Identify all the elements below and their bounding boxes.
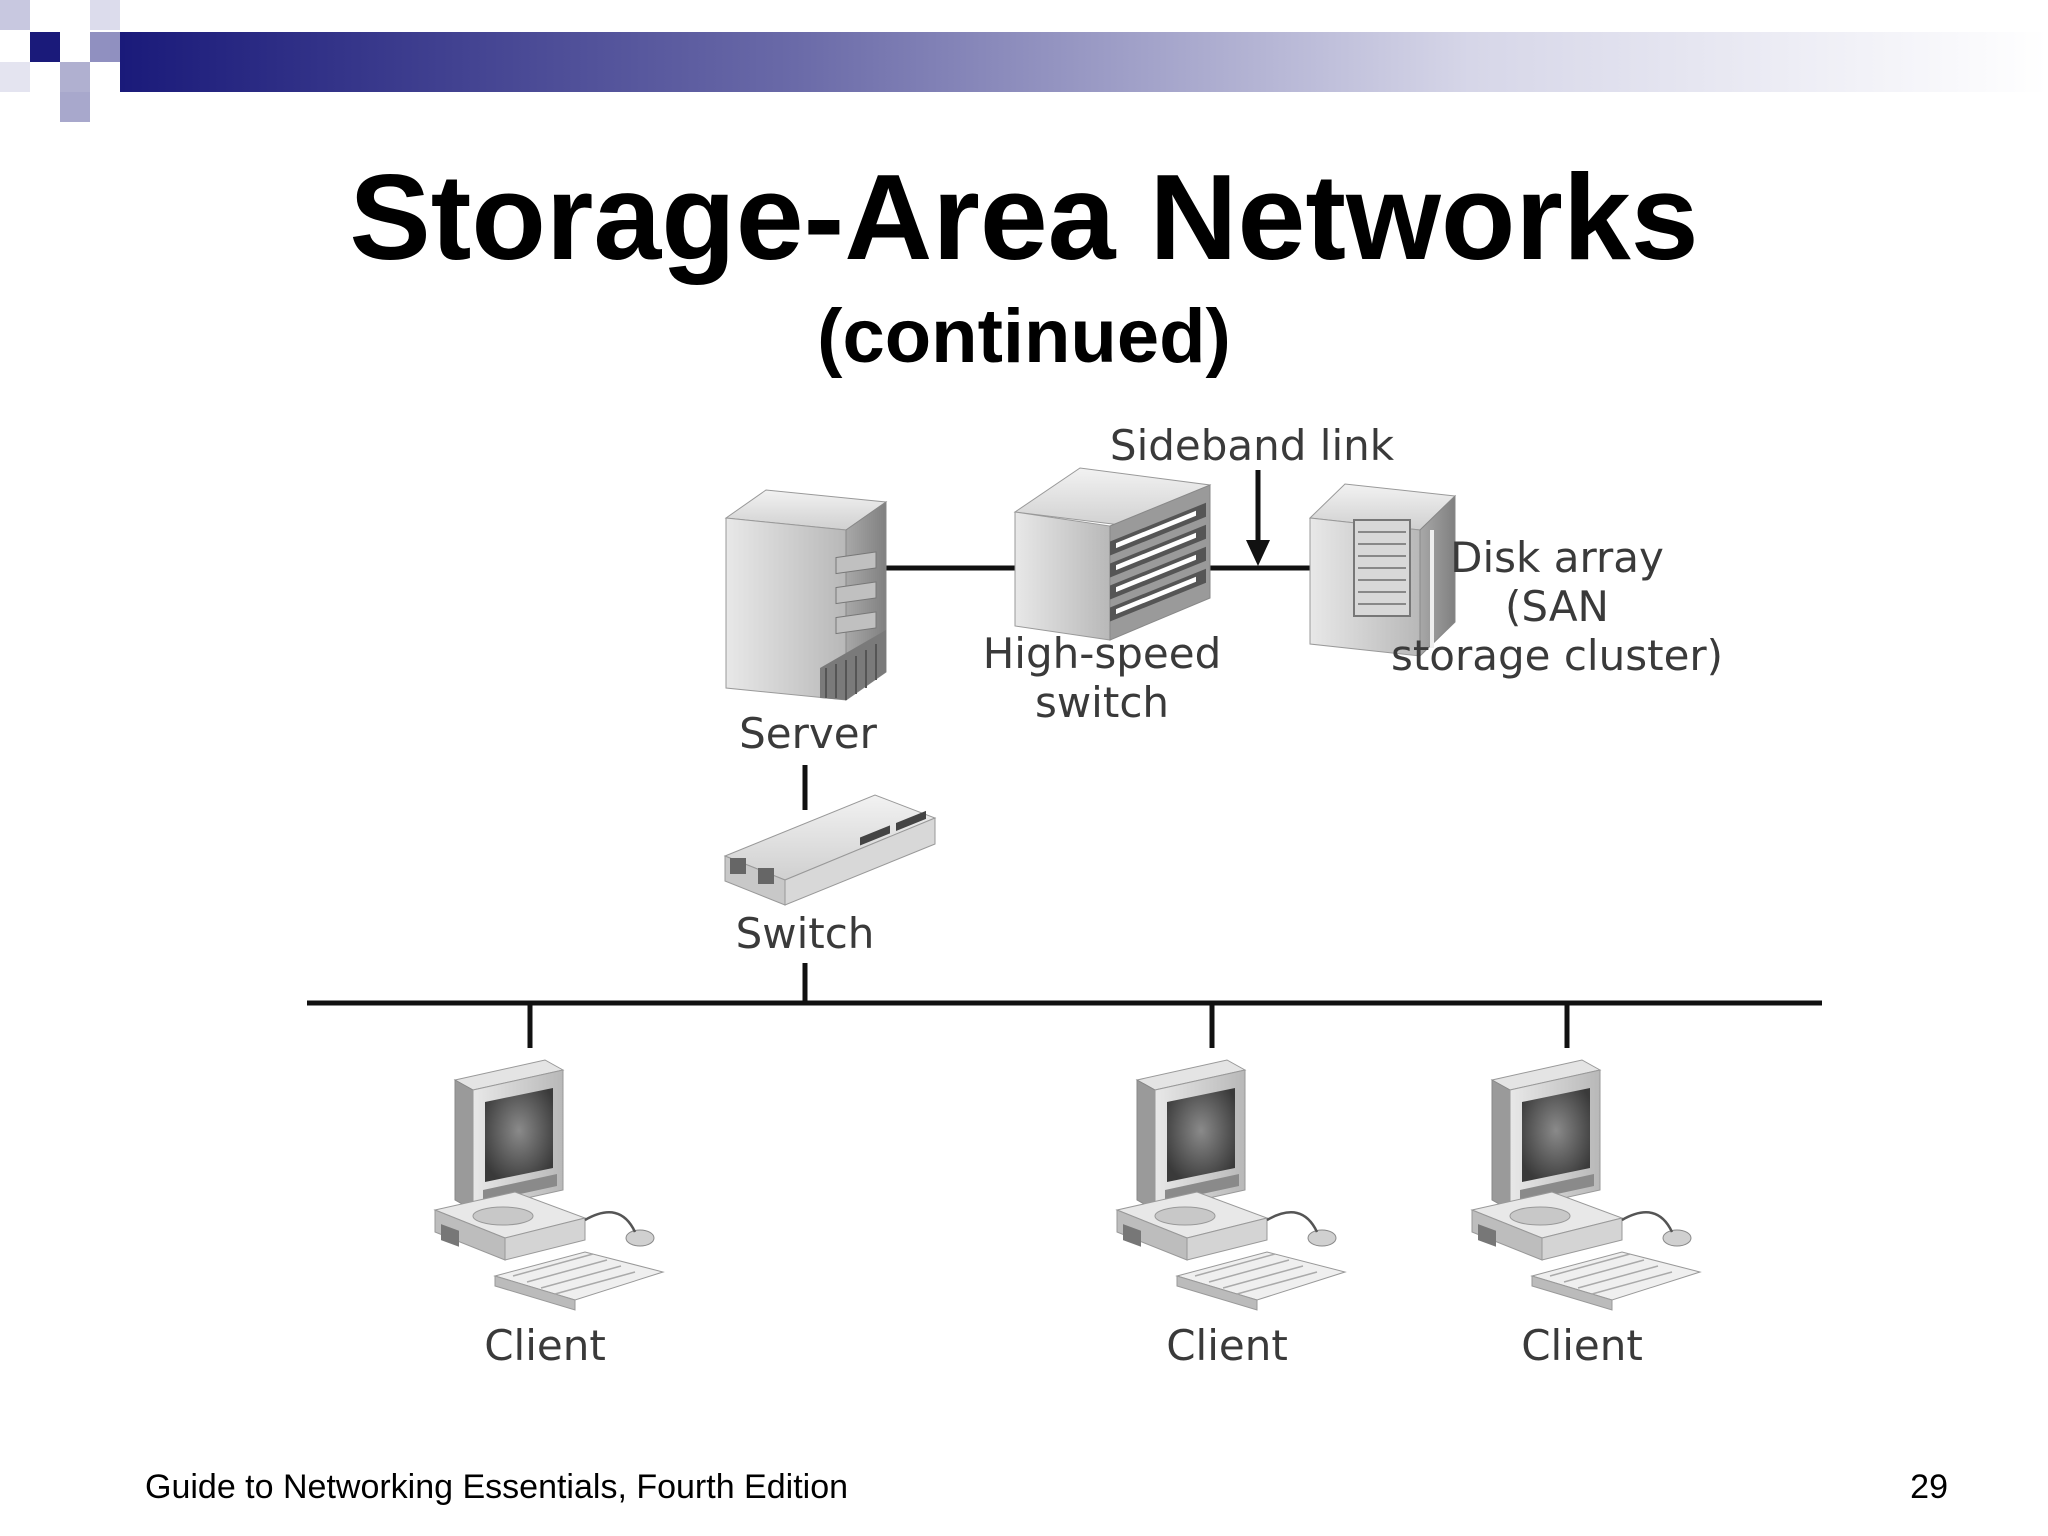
label-client-1: Client — [484, 1321, 606, 1370]
footer-book-title: Guide to Networking Essentials, Fourth E… — [145, 1468, 849, 1506]
label-high-speed-switch-line1: High-speed — [983, 629, 1222, 678]
label-high-speed-switch-line2: switch — [1035, 678, 1169, 727]
switch-icon — [723, 794, 937, 906]
label-disk-array-line3: storage cluster) — [1391, 631, 1723, 680]
header-square-light-3 — [90, 32, 120, 62]
server-icon — [724, 489, 888, 701]
label-client-2: Client — [1166, 1321, 1288, 1370]
header-square-light-2 — [60, 62, 90, 92]
label-sideband-link: Sideband link — [1110, 421, 1395, 470]
client-3-icon — [1470, 1059, 1702, 1311]
label-server: Server — [739, 709, 877, 758]
header-square-light-4 — [90, 0, 120, 30]
header-decoration — [0, 0, 2048, 122]
slide-subtitle: (continued) — [817, 294, 1231, 379]
sideband-arrow — [1246, 470, 1270, 566]
header-square-light-5 — [60, 92, 90, 122]
footer-page-number: 29 — [1910, 1468, 1948, 1506]
label-disk-array-line2: (SAN — [1505, 582, 1609, 631]
disk-array-icon — [1308, 483, 1457, 658]
header-square-dark — [30, 32, 60, 62]
high-speed-switch-icon — [1013, 467, 1212, 641]
connection-lines — [307, 565, 1822, 1048]
label-disk-array-line1: Disk array — [1450, 533, 1664, 582]
client-1-icon — [433, 1059, 665, 1311]
header-square-light-6 — [0, 62, 30, 92]
label-client-3: Client — [1521, 1321, 1643, 1370]
header-square-light-1 — [0, 0, 30, 30]
slide-title: Storage-Area Networks — [349, 149, 1699, 285]
client-2-icon — [1115, 1059, 1347, 1311]
label-switch: Switch — [736, 909, 875, 958]
header-gradient-bar — [120, 32, 2048, 92]
